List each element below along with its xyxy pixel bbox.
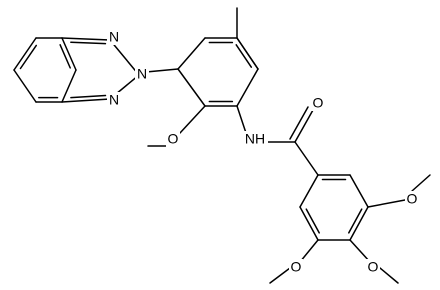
bond-ring-6 bbox=[299, 174, 319, 208]
atom-o-methoxy-aryl: O bbox=[166, 131, 180, 147]
atom-n-triazole-middle: N bbox=[135, 66, 149, 82]
bond-carbonyl-ring bbox=[294, 141, 319, 176]
bond-benzo-4 bbox=[61, 69, 77, 103]
bond-aryl-3b-inner bbox=[235, 44, 253, 68]
atom-o-methoxy-right: O bbox=[405, 191, 419, 207]
bond-aryl-3b bbox=[236, 37, 259, 70]
svg-text:N: N bbox=[109, 92, 119, 108]
bond-benzo-1 bbox=[13, 37, 37, 71]
bond-n-aryl bbox=[145, 68, 179, 73]
bond-ring-o-para bbox=[349, 239, 371, 263]
bond-o-para-ch3 bbox=[379, 267, 399, 284]
svg-text:O: O bbox=[407, 191, 418, 207]
bond-aryl-nh bbox=[236, 105, 247, 134]
bond-c-o-inner bbox=[289, 106, 309, 140]
atom-o-methoxy-left: O bbox=[289, 259, 303, 275]
svg-text:NH: NH bbox=[245, 131, 265, 147]
atom-o-methoxy-para: O bbox=[366, 259, 380, 275]
svg-text:O: O bbox=[313, 95, 324, 111]
bond-n-bot-c-inner bbox=[70, 94, 107, 99]
bond-o-left-ch3 bbox=[269, 267, 291, 284]
bond-c-o bbox=[294, 109, 314, 143]
svg-text:N: N bbox=[137, 66, 147, 82]
bond-ring-o-left bbox=[299, 239, 319, 263]
bond-c-n-top bbox=[61, 37, 111, 41]
bond-aryl-o bbox=[179, 105, 206, 134]
atom-n-triazole-top: N bbox=[107, 29, 121, 45]
bond-aryl-4 bbox=[236, 68, 259, 107]
atom-nh: NH bbox=[242, 131, 268, 147]
bond-aryl-1 bbox=[177, 37, 206, 70]
bond-benzo-3-inner bbox=[59, 44, 71, 69]
bond-layer bbox=[13, 7, 431, 284]
svg-text:O: O bbox=[168, 131, 179, 147]
bond-ring-5-inner bbox=[305, 208, 320, 234]
bond-aryl-6 bbox=[177, 68, 206, 107]
bond-n-bot-c bbox=[61, 98, 111, 103]
atom-label-layer: N N N NH O O O O bbox=[107, 29, 419, 275]
bond-ring-3 bbox=[349, 206, 369, 241]
bond-ring-o-right bbox=[367, 199, 406, 208]
bond-benzo-6 bbox=[13, 69, 37, 103]
bond-ring-2 bbox=[349, 174, 369, 208]
atom-n-triazole-bottom: N bbox=[107, 92, 121, 108]
bond-o-right-ch3 bbox=[411, 174, 431, 192]
svg-text:N: N bbox=[109, 29, 119, 45]
bond-n-top-n-mid bbox=[109, 39, 140, 76]
bond-benzo-1-inner bbox=[19, 44, 38, 70]
bond-ring-5 bbox=[299, 206, 319, 241]
svg-text:O: O bbox=[368, 259, 379, 275]
svg-text:O: O bbox=[291, 259, 302, 275]
bond-ring-3-inner bbox=[348, 208, 363, 234]
bond-benzo-3 bbox=[61, 37, 77, 71]
bond-c-n-top-inner bbox=[70, 41, 107, 45]
atom-o-carbonyl: O bbox=[311, 95, 325, 111]
